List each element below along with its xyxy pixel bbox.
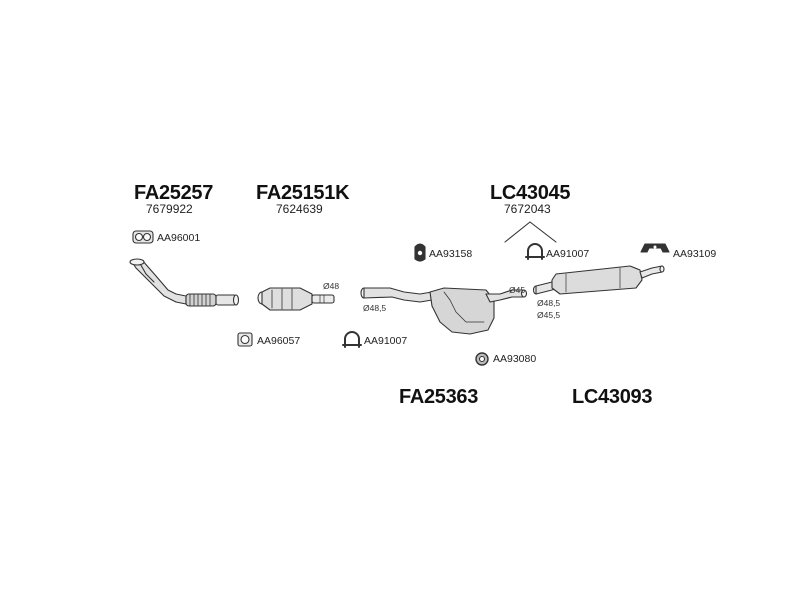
dimension-label: Ø48,5 [537,298,561,308]
u-clamp-icon [525,243,545,260]
dimension-label: Ø48 [323,281,340,291]
part-label-aa93158: AA93158 [429,248,473,260]
ref-number-fa25257: 7679922 [146,202,193,216]
part-code-fa25151k: FA25151K [256,182,350,204]
part-code-lc43045: LC43045 [490,182,571,204]
dimension-label: Ø45,5 [537,310,561,320]
dimension-label: Ø48,5 [363,303,387,313]
hanger-bracket-icon [640,243,670,253]
part-code-lc43093: LC43093 [572,386,653,408]
rear-silencer-drawing [532,265,665,295]
ref-number-lc43045: 7672043 [504,202,551,216]
clamp-ring-icon [237,332,253,347]
part-label-aa93080: AA93080 [493,353,537,365]
catalytic-converter-drawing [257,287,335,311]
part-label-aa91007-left: AA91007 [364,335,408,347]
group-connector-lines [504,221,557,243]
front-pipe-drawing [129,258,240,307]
middle-silencer-drawing [360,287,528,335]
part-label-aa91007-right: AA91007 [546,248,590,260]
rubber-ring-icon [475,352,489,366]
gasket-icon [132,230,154,244]
u-clamp-icon [342,331,362,348]
ref-number-fa25151k: 7624639 [276,202,323,216]
part-label-aa96001: AA96001 [157,232,201,244]
dimension-label: Ø45 [509,285,526,295]
part-label-aa93109: AA93109 [673,248,717,260]
part-code-fa25363: FA25363 [399,386,479,408]
part-code-fa25257: FA25257 [134,182,214,204]
rubber-hanger-icon [414,243,426,262]
part-label-aa96057: AA96057 [257,335,301,347]
